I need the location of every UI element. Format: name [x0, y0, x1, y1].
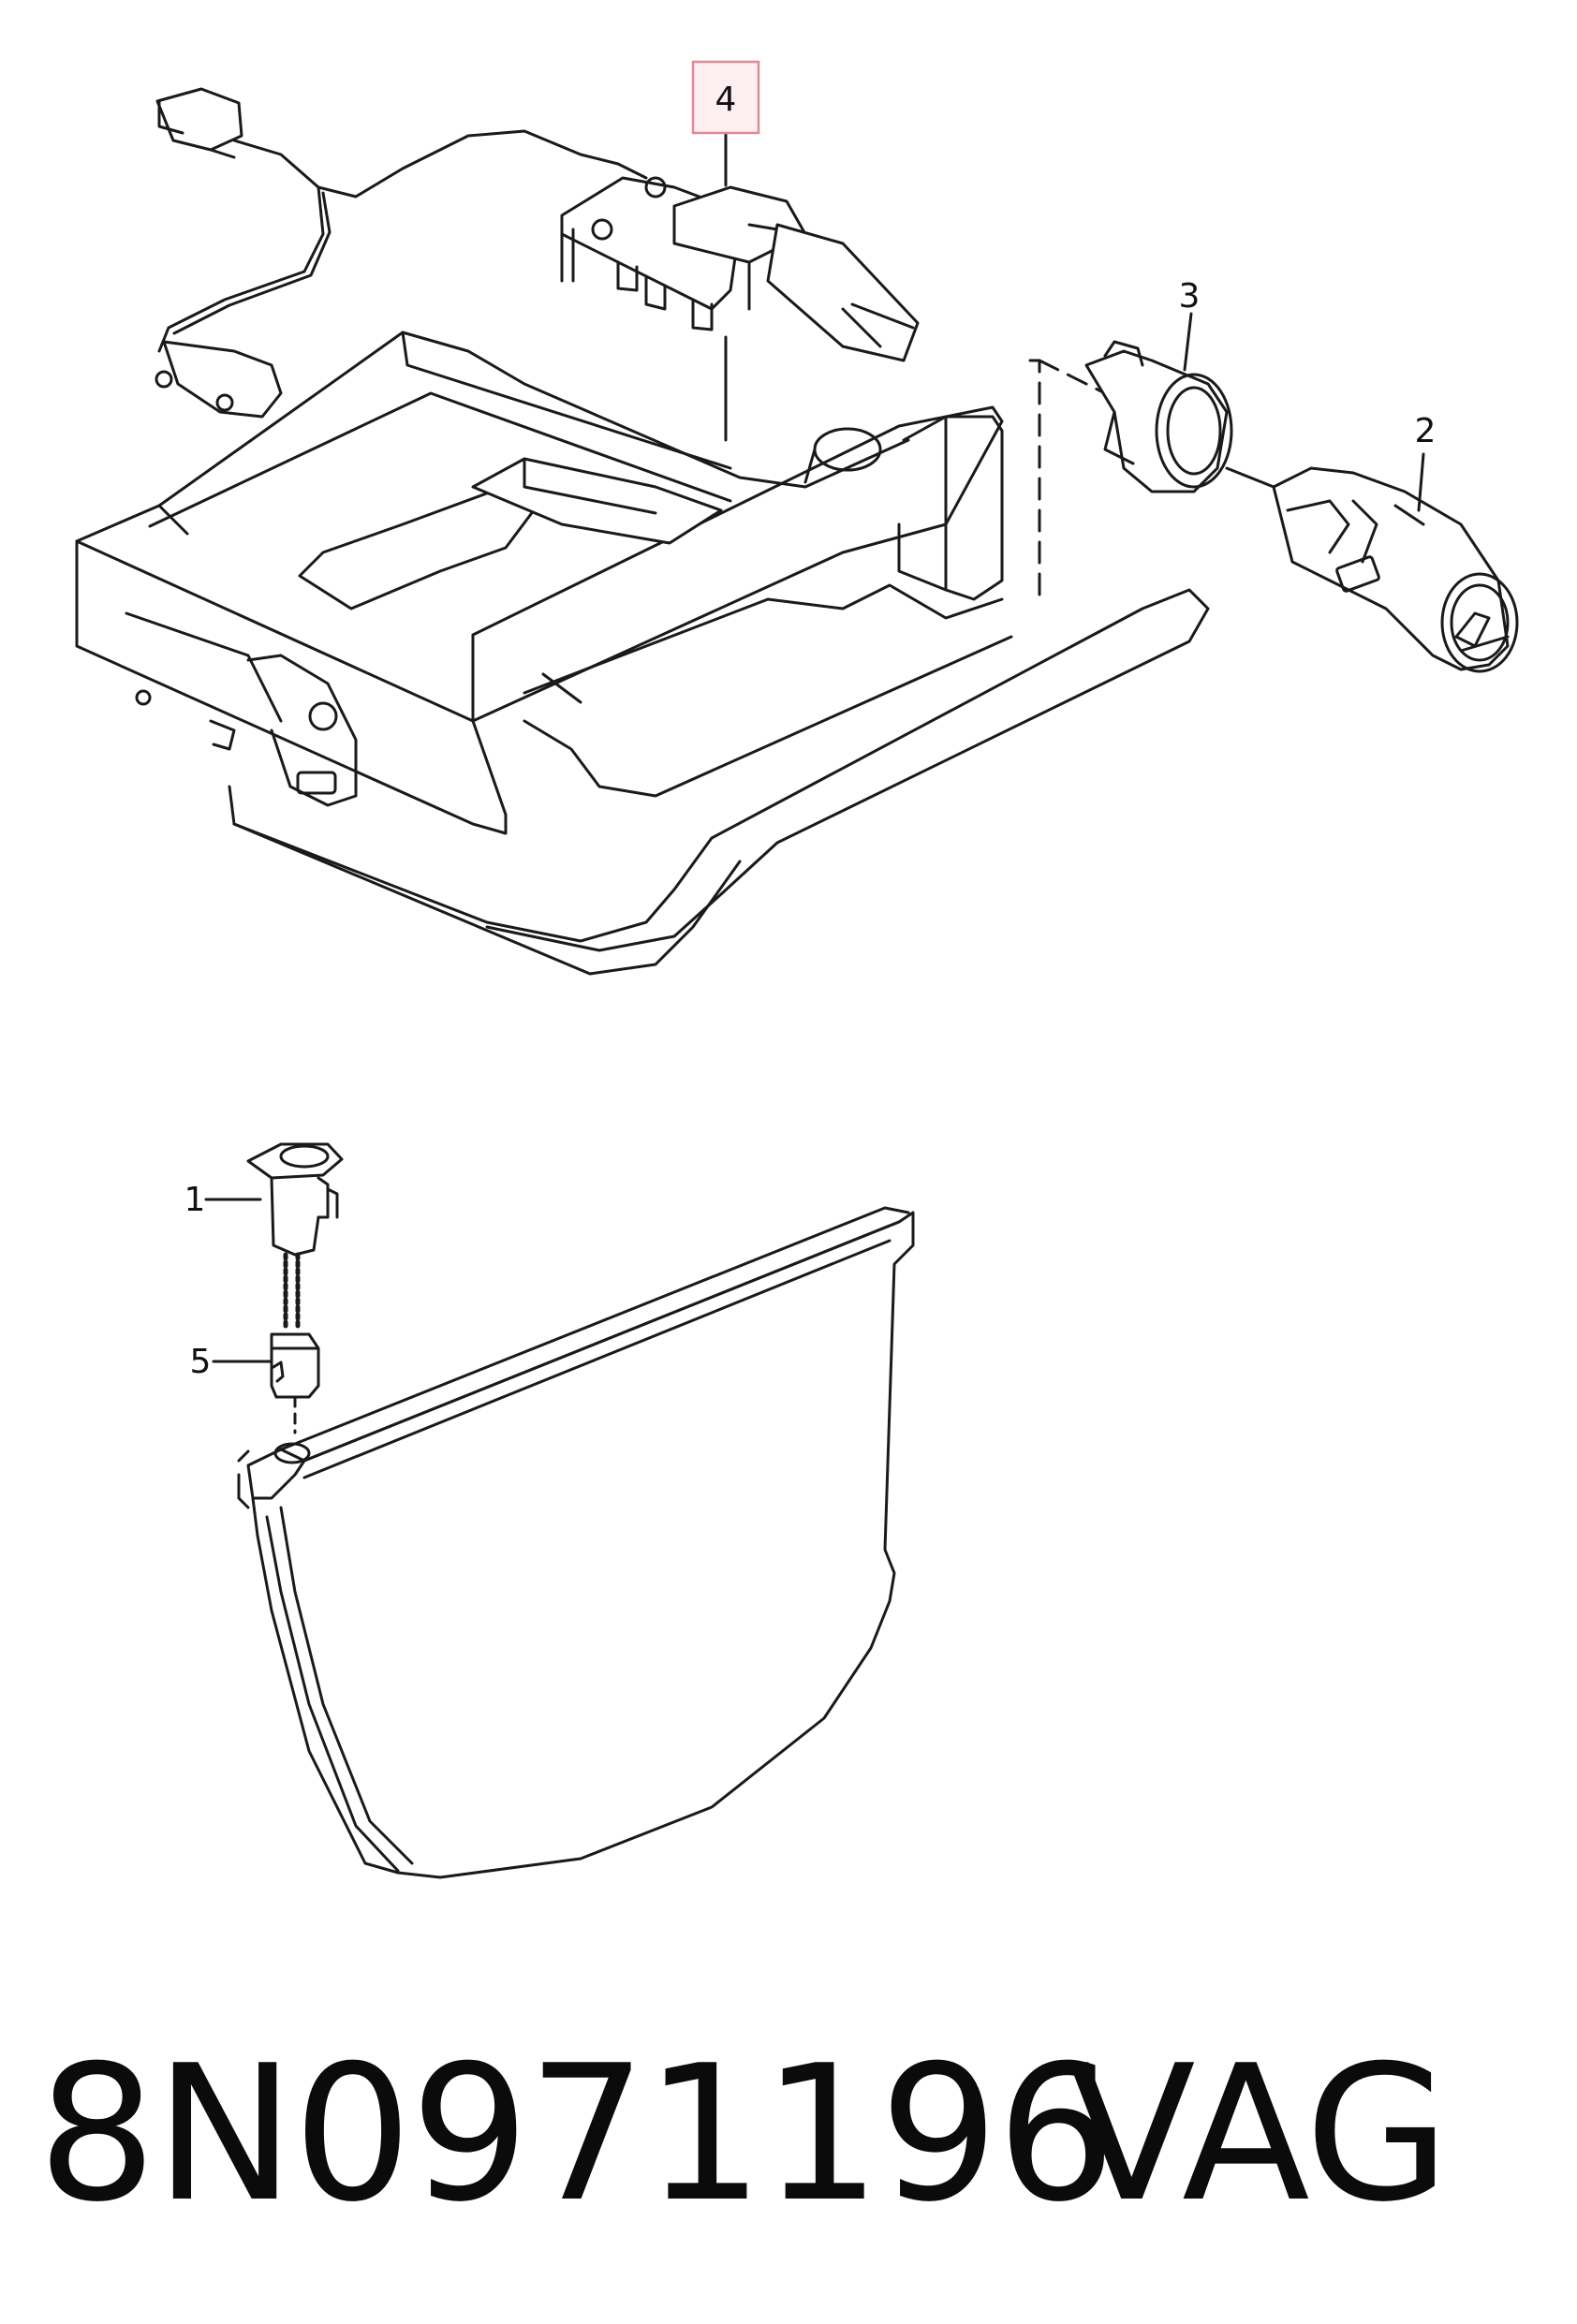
- callout-4-highlight: [691, 60, 760, 135]
- callout-1[interactable]: 1: [184, 1181, 206, 1219]
- part-5-connector: [270, 1332, 320, 1434]
- leader-lines: [204, 131, 1425, 1363]
- glovebox-lid: [237, 1206, 915, 1879]
- callout-2[interactable]: 2: [1415, 412, 1437, 450]
- part-2-lighter: [1272, 466, 1519, 673]
- callout-5[interactable]: 5: [190, 1343, 212, 1381]
- glovebox-tray: [75, 331, 1210, 976]
- callout-4[interactable]: 4: [715, 81, 737, 119]
- part-number: 8N0971196: [37, 2025, 1116, 2243]
- part-3-socket-ring: [1084, 340, 1275, 493]
- callout-3[interactable]: 3: [1179, 277, 1201, 316]
- part-1-lamp: [246, 1142, 344, 1332]
- brand-name: VAG: [1068, 2025, 1450, 2243]
- part-4-switch-harness: [155, 87, 920, 419]
